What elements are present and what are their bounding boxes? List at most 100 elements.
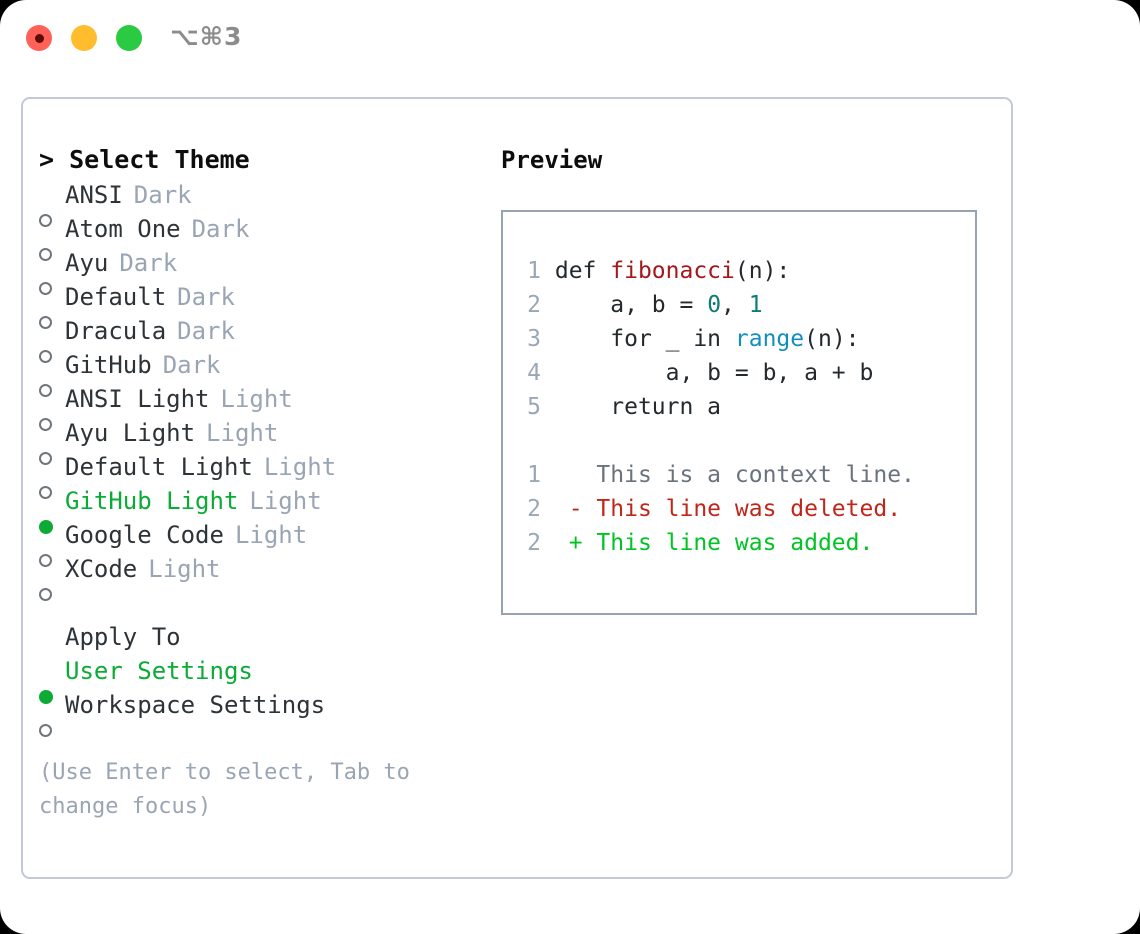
theme-item-tag: Dark — [177, 283, 235, 311]
theme-item[interactable]: Google Code Light — [39, 518, 479, 567]
theme-item-tag: Light — [206, 419, 279, 447]
theme-item[interactable]: Default Light Light — [39, 450, 479, 499]
code-token: def — [554, 258, 611, 284]
window-title: ⌥⌘3 — [170, 22, 243, 51]
diff-text: This line was deleted. — [582, 496, 902, 522]
theme-item-label: XCode — [65, 555, 138, 583]
radio-mark — [39, 350, 52, 363]
radio-mark — [39, 248, 52, 261]
diff-marker: - — [568, 496, 583, 522]
title-bar: ⌥⌘3 — [0, 0, 1140, 78]
theme-item-tag: Dark — [162, 351, 221, 379]
theme-item-label: Google Code — [65, 521, 224, 549]
line-number: 1 — [527, 258, 541, 284]
radio-mark — [39, 486, 52, 499]
code-token: for _ in — [554, 326, 735, 352]
theme-item[interactable]: XCode Light — [39, 552, 479, 601]
line-number: 2 — [527, 292, 541, 318]
theme-item-label: ANSI — [65, 181, 123, 209]
code-token: (n): — [804, 326, 860, 352]
radio-mark — [39, 520, 53, 534]
radio-mark — [39, 452, 52, 465]
preview-column: Preview 1 def fibonacci(n):2 a, b = 0, 1… — [501, 143, 991, 615]
theme-item-tag: Light — [249, 487, 322, 515]
select-theme-heading: > Select Theme — [39, 145, 250, 174]
theme-item-label: GitHub — [65, 351, 152, 379]
theme-item-tag: Light — [263, 453, 337, 481]
minimize-button[interactable] — [71, 25, 97, 51]
code-token: fibonacci — [610, 258, 735, 284]
diff-line: 2 + This line was added. — [517, 526, 915, 560]
apply-to-heading: Apply To — [65, 623, 181, 651]
theme-item[interactable]: Atom One Dark — [39, 212, 479, 261]
diff-marker — [569, 462, 583, 488]
code-token: a, b = — [554, 292, 708, 318]
radio-mark — [39, 418, 52, 431]
theme-item-tag: Light — [220, 385, 293, 413]
line-number: 5 — [527, 394, 541, 420]
code-token: (n): — [734, 258, 791, 284]
theme-item-label: Default Light — [65, 453, 253, 481]
diff-text: This is a context line. — [582, 462, 915, 488]
theme-item-tag: Light — [234, 521, 308, 549]
radio-mark — [39, 282, 52, 295]
theme-item-tag: Dark — [191, 215, 250, 243]
radio-mark — [39, 724, 52, 737]
diff-marker: + — [568, 530, 583, 556]
code-line: 5 return a — [517, 390, 915, 424]
theme-item[interactable]: GitHub Dark — [39, 348, 479, 397]
code-line: 4 a, b = b, a + b — [517, 356, 915, 390]
theme-item-label: Default — [65, 283, 167, 311]
line-number: 4 — [527, 360, 541, 386]
radio-mark — [39, 214, 52, 227]
theme-item[interactable]: Default Dark — [39, 280, 479, 329]
keyboard-hint: (Use Enter to select, Tab to change focu… — [39, 760, 424, 819]
line-number: 3 — [527, 326, 541, 352]
theme-item-tag: Dark — [119, 249, 178, 277]
code-token: 0 — [707, 292, 722, 318]
diff-line-number: 1 — [527, 462, 541, 488]
theme-item-tag: Light — [148, 555, 221, 583]
code-line: 3 for _ in range(n): — [517, 322, 915, 356]
theme-item[interactable]: GitHub Light Light — [39, 484, 479, 534]
theme-item-label: Ayu Light — [65, 419, 196, 447]
theme-item-label: GitHub Light — [65, 487, 239, 515]
preview-heading: Preview — [501, 146, 603, 174]
theme-item-tag: Dark — [177, 317, 235, 345]
theme-item[interactable]: Ayu Light Light — [39, 416, 479, 465]
radio-mark — [39, 690, 53, 704]
recording-indicator-icon — [34, 33, 44, 43]
theme-item[interactable]: Dracula Dark — [39, 314, 479, 363]
code-token: 1 — [748, 292, 763, 318]
diff-line-number: 2 — [527, 496, 541, 522]
radio-mark — [39, 554, 52, 567]
apply-to-item[interactable]: Workspace Settings — [39, 688, 479, 737]
apply-to-item-label: User Settings — [65, 657, 253, 685]
radio-mark — [39, 384, 52, 397]
theme-item-label: Dracula — [65, 317, 167, 345]
code-line: 2 a, b = 0, 1 — [517, 288, 915, 322]
diff-line: 2 - This line was deleted. — [517, 492, 915, 526]
theme-item[interactable]: ANSI Dark — [39, 178, 479, 227]
theme-item-tag: Dark — [133, 181, 192, 209]
apply-to-item-label: Workspace Settings — [65, 691, 326, 719]
zoom-button[interactable] — [116, 25, 142, 51]
close-button[interactable] — [26, 25, 52, 51]
code-token: , — [721, 292, 749, 318]
code-token: range — [734, 326, 805, 352]
diff-text: This line was added. — [582, 530, 874, 556]
diff-line: 1 This is a context line. — [517, 458, 915, 492]
theme-item-label: Atom One — [65, 215, 181, 243]
code-blank-line — [517, 424, 915, 458]
hint-spacer — [39, 722, 479, 756]
apply-to-item[interactable]: User Settings — [39, 654, 479, 704]
